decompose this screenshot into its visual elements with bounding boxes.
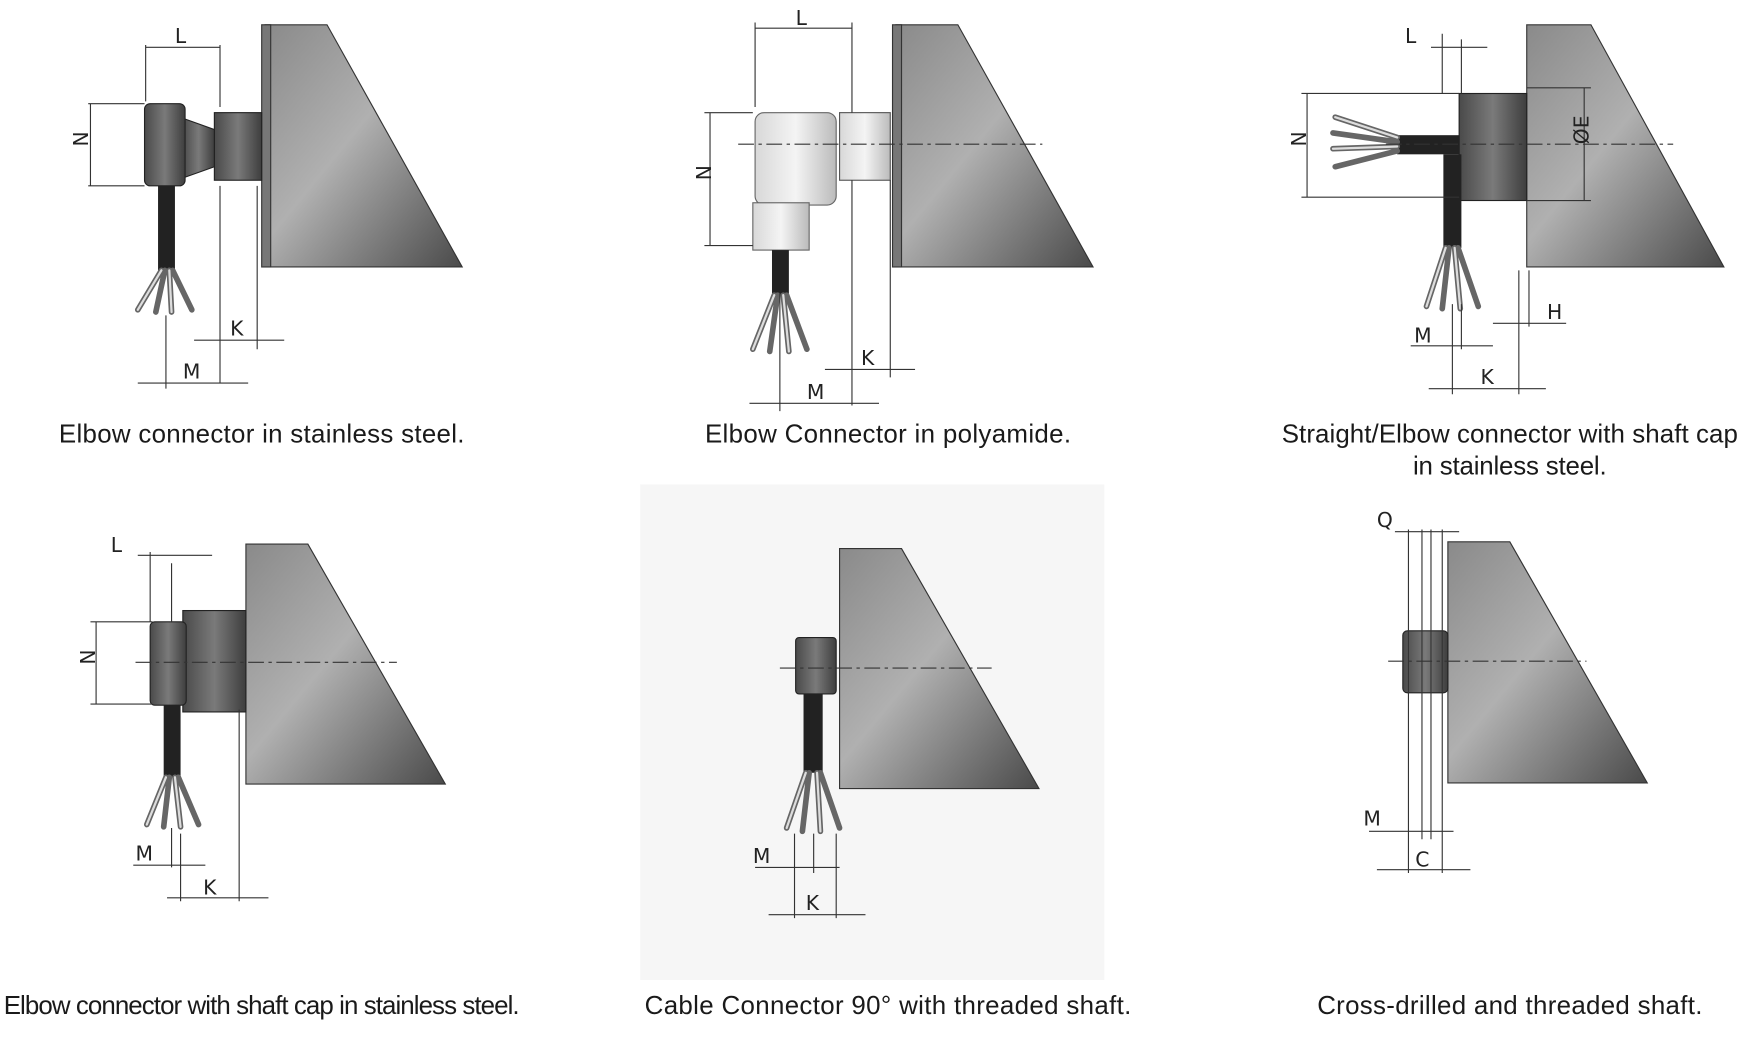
svg-text:Q: Q: [1377, 508, 1393, 532]
elbow-cap: [143, 103, 186, 187]
shaft-cap: [1458, 92, 1528, 202]
caption: Cable Connector 90° with threaded shaft.: [645, 992, 1132, 1020]
shaft-cap: [182, 609, 247, 713]
svg-text:N: N: [1287, 131, 1311, 146]
housing-body: [1447, 541, 1649, 784]
cable-wires: [143, 774, 202, 830]
cable: [771, 250, 789, 296]
cable-wires: [750, 292, 810, 355]
housing-body: [895, 24, 1094, 268]
svg-text:M: M: [1414, 323, 1432, 347]
svg-text:M: M: [136, 842, 154, 866]
elbow-cap: [149, 621, 187, 706]
svg-text:N: N: [692, 165, 716, 180]
housing-body: [1526, 24, 1725, 268]
caption-line-2: in stainless steel.: [1413, 452, 1607, 480]
svg-text:K: K: [203, 875, 217, 899]
hex-nut: [839, 112, 891, 181]
housing-body: [264, 24, 464, 268]
svg-text:L: L: [111, 533, 123, 557]
svg-text:L: L: [1405, 24, 1417, 48]
cable-wires-elbow: [1423, 245, 1482, 312]
cable-wires-straight: [1330, 114, 1400, 170]
caption-line-1: Straight/Elbow connector with shaft cap: [1282, 421, 1738, 449]
caption: Elbow Connector in polyamide.: [705, 421, 1071, 449]
hex-nut: [213, 112, 263, 181]
caption: Elbow connector with shaft cap in stainl…: [4, 992, 520, 1020]
panel-cross-drilled-threaded-shaft: Q M C Cross-drilled and threaded shaft.: [1317, 508, 1702, 1020]
housing-body: [839, 548, 1040, 790]
svg-text:H: H: [1547, 300, 1562, 324]
svg-text:ØE: ØE: [1570, 115, 1594, 144]
cable: [163, 705, 181, 778]
caption: Cross-drilled and threaded shaft.: [1317, 992, 1702, 1020]
svg-text:N: N: [69, 131, 93, 146]
panel-straight-elbow-shaft-cap: L N ØE H M K Straight/Elbow connector wi…: [1282, 24, 1738, 480]
panel-elbow-polyamide: L N K M Elbow Connector in polyamide.: [692, 6, 1094, 449]
svg-text:K: K: [861, 346, 875, 370]
svg-text:M: M: [1363, 807, 1381, 831]
svg-text:L: L: [175, 24, 187, 48]
svg-text:M: M: [183, 359, 201, 383]
housing-body: [245, 543, 447, 785]
elbow-body: [754, 112, 837, 206]
cable: [803, 693, 823, 773]
cable-elbow: [1443, 154, 1462, 248]
panel-elbow-stainless: L N K M Elbow connector in stainless ste…: [59, 24, 465, 449]
svg-text:M: M: [807, 380, 825, 404]
svg-text:K: K: [1481, 365, 1495, 389]
svg-text:K: K: [230, 317, 244, 341]
svg-text:N: N: [76, 649, 100, 664]
panel-cable-connector-90: M K Cable Connector 90° with threaded sh…: [645, 548, 1132, 1020]
cable-wires: [134, 267, 195, 315]
svg-text:L: L: [796, 6, 808, 30]
svg-text:K: K: [806, 891, 820, 915]
svg-text:C: C: [1415, 847, 1429, 871]
connector-90: [795, 637, 837, 695]
panel-elbow-shaft-cap: L N M K Elbow connector with shaft cap i…: [4, 533, 520, 1020]
cable-wires: [783, 769, 843, 835]
cable: [158, 185, 175, 271]
svg-text:M: M: [753, 844, 771, 868]
caption: Elbow connector in stainless steel.: [59, 421, 465, 449]
